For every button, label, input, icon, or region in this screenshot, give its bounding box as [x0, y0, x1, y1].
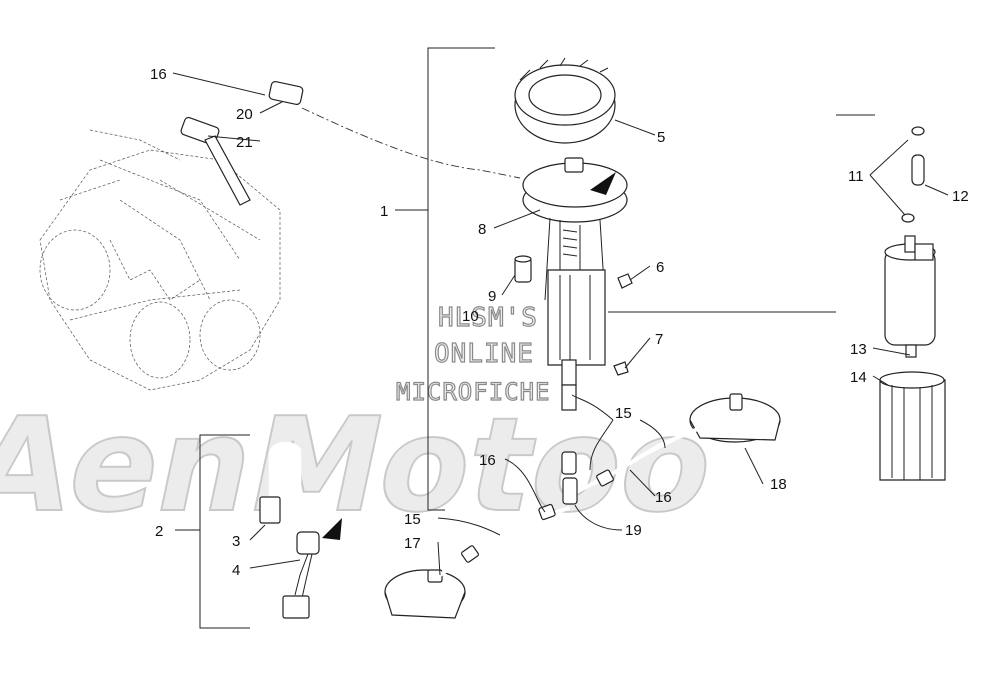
callout-17: 17: [404, 535, 421, 552]
bracket-1: [427, 47, 495, 511]
part-13-fuel-pump: [884, 235, 936, 358]
callout-14: 14: [850, 369, 867, 386]
watermark-line3: MICROFICHE: [396, 378, 551, 406]
callout-15-right: 15: [615, 405, 632, 422]
callout-21: 21: [236, 134, 253, 151]
callout-20: 20: [236, 106, 253, 123]
leader-lines: [172, 72, 949, 576]
connection-line: [301, 107, 521, 179]
part-18-cap: [689, 393, 781, 443]
callout-7: 7: [655, 331, 663, 348]
part-8-flange: [522, 157, 628, 223]
callout-16-lower: 16: [655, 489, 672, 506]
pump-assembly: [544, 217, 606, 411]
callout-15-left: 15: [404, 511, 421, 528]
callout-18: 18: [770, 476, 787, 493]
callout-2: 2: [155, 523, 163, 540]
part-17-cap: [384, 569, 466, 619]
engine-outline: [39, 129, 281, 391]
part-3-4-harness: [259, 441, 342, 619]
callout-13: 13: [850, 341, 867, 358]
callout-16-middle: 16: [479, 452, 496, 469]
callout-11: 11: [848, 168, 864, 185]
callout-19: 19: [625, 522, 642, 539]
callout-3: 3: [232, 533, 240, 550]
part-7: [613, 361, 629, 376]
fuel-lines: [438, 426, 701, 577]
callout-16-top: 16: [150, 66, 167, 83]
callout-8: 8: [478, 221, 486, 238]
part-6: [617, 273, 633, 289]
part-11-12-hose: [898, 126, 925, 223]
watermark: AenMotoo HLSM'S ONLINE MICROFICHE: [0, 302, 729, 542]
hose-16-top: [96, 39, 304, 206]
watermark-line1: HLSM'S: [438, 303, 538, 333]
callout-12: 12: [952, 188, 969, 205]
callout-4: 4: [232, 562, 240, 579]
watermark-line2: ONLINE: [434, 339, 534, 369]
bracket-2: [199, 434, 250, 629]
part-14-filter: [879, 371, 946, 481]
callout-labels: 16 20 21 5 1 8 6 9 10 7 11 12 13 14 15 1…: [150, 66, 969, 579]
callout-6: 6: [656, 259, 664, 276]
part-5-lock-ring: [514, 57, 616, 144]
callout-1: 1: [380, 203, 388, 220]
callout-5: 5: [657, 129, 665, 146]
callout-10: 10: [462, 308, 479, 325]
callout-9: 9: [488, 288, 496, 305]
part-9: [514, 255, 532, 283]
